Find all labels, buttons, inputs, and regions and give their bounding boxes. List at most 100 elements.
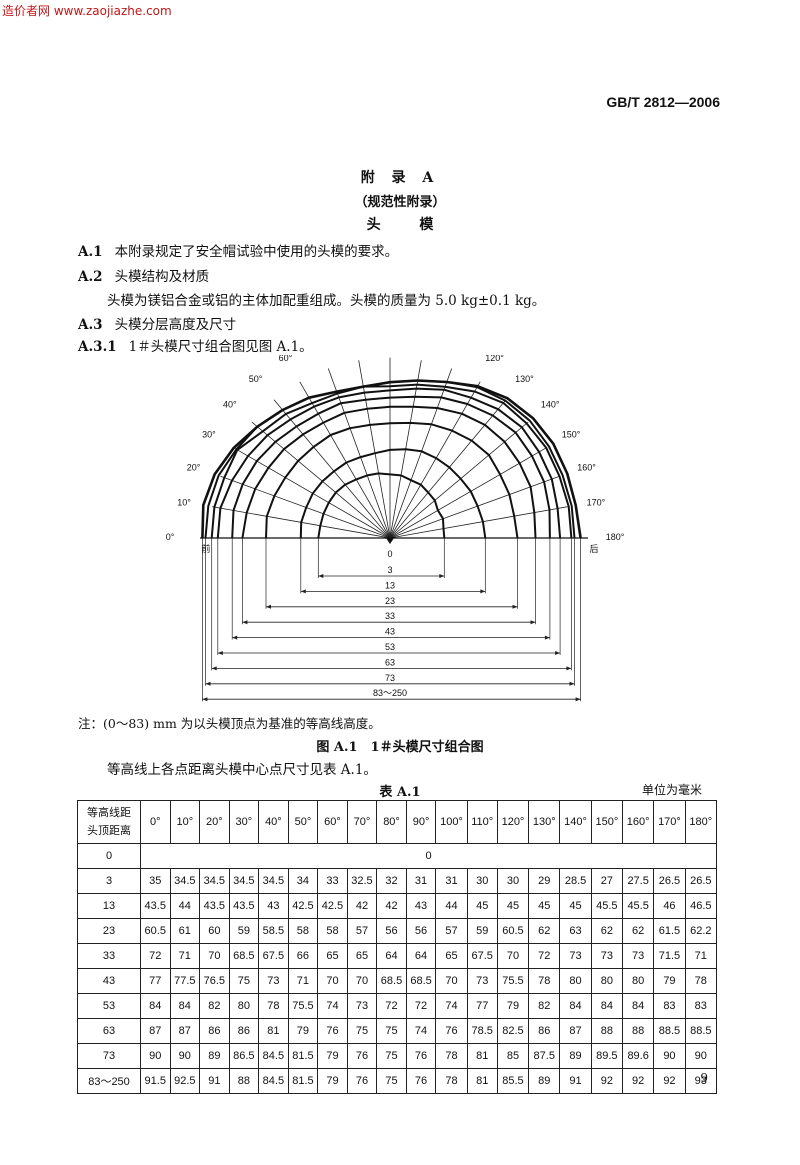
section-text: 头模分层高度及尺寸 xyxy=(114,317,237,333)
table-cell: 35 xyxy=(140,868,171,894)
column-header: 90° xyxy=(405,800,437,844)
table-cell: 71.5 xyxy=(653,943,686,969)
column-header: 130° xyxy=(528,800,561,844)
table-cell: 81.5 xyxy=(287,1068,319,1094)
table-cell: 91 xyxy=(559,1068,592,1094)
contour-line xyxy=(201,379,582,539)
table-cell: 73 xyxy=(258,968,289,994)
table-cell: 62 xyxy=(590,918,624,944)
table-cell: 66 xyxy=(287,943,319,969)
table-cell: 71 xyxy=(287,968,319,994)
table-cell: 62 xyxy=(528,918,561,944)
table-cell: 83 xyxy=(684,993,718,1019)
appendix-heading: 头 模 xyxy=(366,217,434,233)
table-cell: 64 xyxy=(376,943,407,969)
table-cell: 80 xyxy=(621,968,655,994)
table-cell: 73 xyxy=(346,993,378,1019)
table-cell: 34.5 xyxy=(199,868,230,894)
angle-label: 130° xyxy=(515,374,534,384)
radial-line xyxy=(358,360,391,539)
table-cell: 81.5 xyxy=(287,1043,319,1069)
table-cell: 70 xyxy=(435,968,468,994)
table-cell: 70 xyxy=(317,968,348,994)
column-header: 170° xyxy=(653,800,686,844)
table-cell: 80 xyxy=(228,993,260,1019)
contour-line xyxy=(265,421,519,539)
table-cell: 80 xyxy=(559,968,592,994)
table-cell: 28.5 xyxy=(559,868,592,894)
table-cell: 85.5 xyxy=(496,1068,530,1094)
table-cell: 76 xyxy=(346,1043,378,1069)
table-cell: 92 xyxy=(621,1068,655,1094)
section-a2-body: 头模为镁铝合金或铝的主体加配重组成。头模的质量为 5.0 kg±0.1 kg。 xyxy=(107,293,546,309)
table-cell: 86 xyxy=(528,1018,561,1044)
table-cell: 33 xyxy=(317,868,348,894)
table-cell: 58 xyxy=(317,918,348,944)
arrow-head xyxy=(575,697,581,702)
contour-line xyxy=(241,405,537,539)
table-cell: 72 xyxy=(528,943,561,969)
table-cell: 82 xyxy=(528,993,561,1019)
head-form-diagram: 0°10°20°30°40°50°60°70°80°90°100°110°120… xyxy=(166,355,625,702)
section-number: A.1 xyxy=(78,244,103,260)
table-intro: 等高线上各点距离头模中心点尺寸见表 A.1。 xyxy=(107,762,377,778)
row-label: 33 xyxy=(77,943,141,969)
contour-line xyxy=(299,448,487,539)
table-cell: 88.5 xyxy=(684,1018,718,1044)
arrow-head xyxy=(569,681,575,686)
table-cell: 90 xyxy=(169,1043,201,1069)
dimension-label: 83～250 xyxy=(373,688,407,698)
section-text: 1＃头模尺寸组合图见图 A.1。 xyxy=(128,339,313,355)
column-header: 30° xyxy=(228,800,260,844)
table-cell: 74 xyxy=(435,993,468,1019)
standard-number: GB/T 2812—2006 xyxy=(606,94,720,110)
table-cell: 90 xyxy=(140,1043,171,1069)
table-cell: 81 xyxy=(466,1043,498,1069)
column-header: 50° xyxy=(287,800,319,844)
table-cell: 75 xyxy=(376,1043,407,1069)
section-text: 头模结构及材质 xyxy=(114,269,210,285)
table-cell: 75 xyxy=(228,968,260,994)
table-cell: 77 xyxy=(140,968,171,994)
arrow-head xyxy=(566,666,572,671)
table-cell: 73 xyxy=(466,968,498,994)
table-cell: 76 xyxy=(435,1018,468,1044)
table-cell: 65 xyxy=(346,943,378,969)
table-cell: 78 xyxy=(258,993,289,1019)
table-cell: 78 xyxy=(435,1043,468,1069)
radial-line xyxy=(389,381,481,539)
table-cell: 88 xyxy=(590,1018,624,1044)
contour-line xyxy=(231,395,551,539)
section-number: A.3 xyxy=(78,317,103,333)
row-label: 73 xyxy=(77,1043,141,1069)
table-cell: 76.5 xyxy=(199,968,230,994)
header-contour-distance: 等高线距头顶距离 xyxy=(77,800,141,844)
back-label: 后 xyxy=(589,544,598,554)
table-cell: 45.5 xyxy=(621,893,655,919)
table-cell: 92 xyxy=(653,1068,686,1094)
angle-label: 160° xyxy=(577,463,596,473)
table-cell: 84.5 xyxy=(258,1068,289,1094)
arrow-head xyxy=(544,635,550,640)
table-cell: 0 xyxy=(140,843,717,869)
table-cell: 58.5 xyxy=(258,918,289,944)
arrow-head xyxy=(512,604,518,609)
table-cell: 83 xyxy=(653,993,686,1019)
table-cell: 67.5 xyxy=(466,943,498,969)
table-cell: 27.5 xyxy=(621,868,655,894)
contour-line xyxy=(216,387,562,539)
table-cell: 31 xyxy=(405,868,437,894)
table-cell: 68.5 xyxy=(405,968,437,994)
angle-label: 170° xyxy=(587,498,606,508)
table-cell: 76 xyxy=(405,1068,437,1094)
angle-label: 20° xyxy=(187,463,201,473)
table-cell: 61 xyxy=(169,918,201,944)
table-cell: 89 xyxy=(559,1043,592,1069)
radial-line xyxy=(273,399,391,539)
table-cell: 79 xyxy=(317,1068,348,1094)
row-label: 63 xyxy=(77,1018,141,1044)
arrow-head xyxy=(555,651,561,655)
